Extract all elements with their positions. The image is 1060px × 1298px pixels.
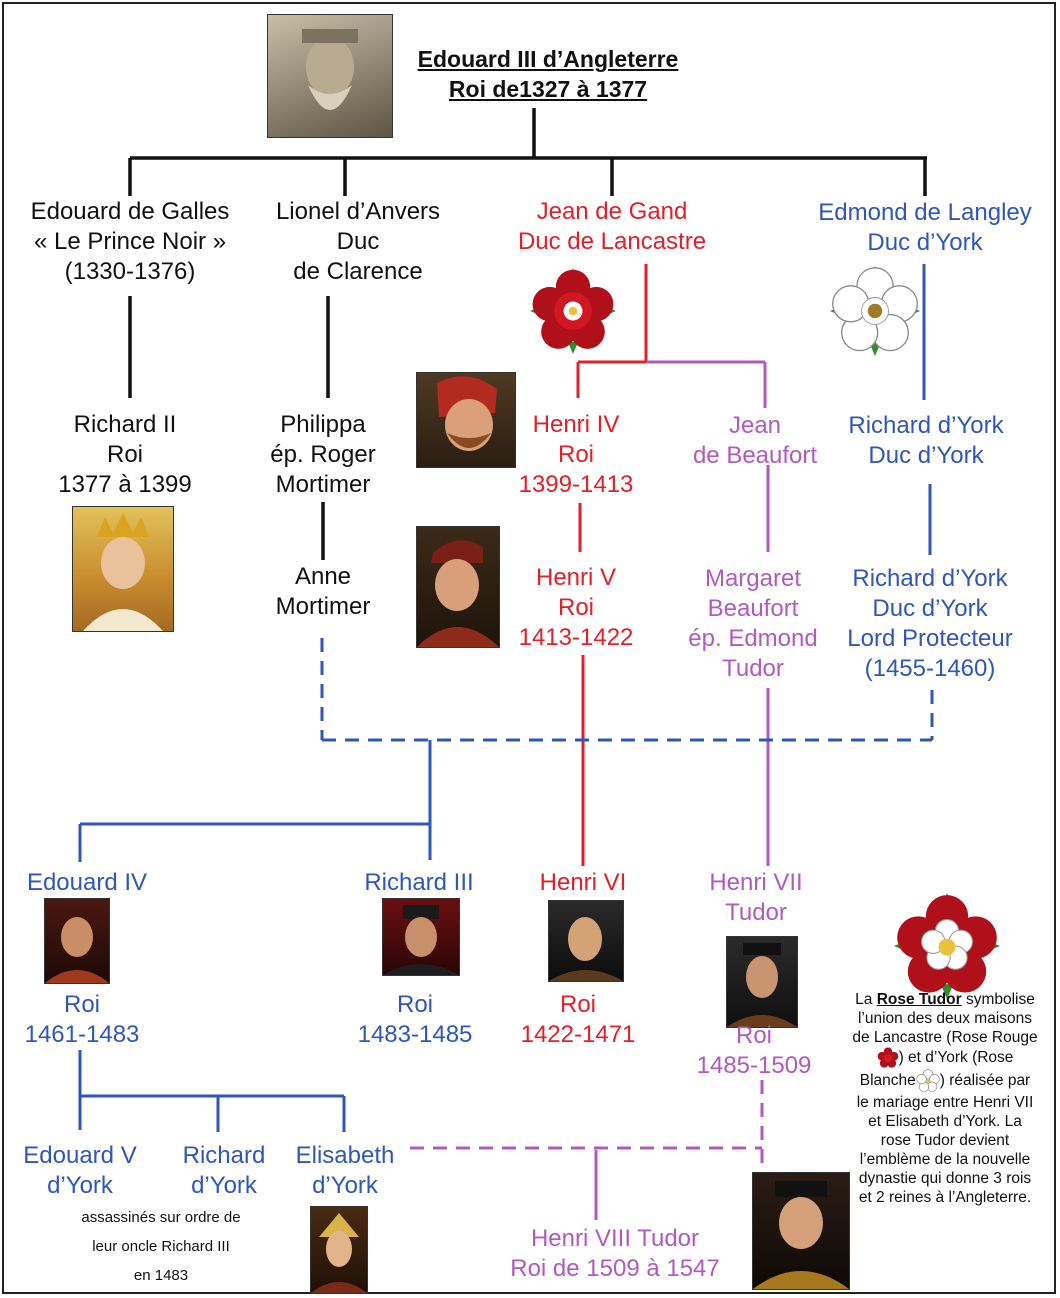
- hooded-king-icon: [437, 376, 497, 451]
- crowned-king-icon: [83, 513, 163, 631]
- edward-iii-portrait: [267, 14, 393, 138]
- richard-iii-portrait: [382, 898, 460, 976]
- edward-iv-face-icon: [45, 917, 109, 983]
- richard-iii-name: Richard III: [364, 869, 474, 896]
- henri-vii-portrait: [726, 936, 798, 1028]
- henri-vii-face-icon: [727, 943, 797, 1027]
- red-rose-mini-icon: [877, 1047, 898, 1068]
- henri-vi-name: Henri VI: [539, 869, 627, 896]
- profile-king-icon: [417, 540, 499, 647]
- edouard-galles-label: Edouard de Galles« Le Prince Noir »(1330…: [30, 198, 230, 285]
- henri-viii-face-icon: [753, 1181, 849, 1289]
- henri-vi-face-icon: [549, 917, 623, 981]
- henri-vi-portrait: [548, 900, 624, 982]
- edouard-iv-portrait: [44, 898, 110, 984]
- red-rose-icon: [530, 268, 616, 354]
- tudor-rose-note: La Rose Tudor symbolise l’union des deux…: [852, 991, 1038, 1206]
- edward-iii-effigy-icon: [302, 29, 358, 110]
- root-reign: Roi de1327 à 1377: [448, 76, 648, 102]
- elisabeth-portrait: [310, 1206, 368, 1294]
- henri-iv-portrait: [416, 372, 516, 468]
- tudor-rose-icon: [894, 893, 1000, 999]
- richard-iii-face-icon: [383, 905, 459, 975]
- white-rose-icon: [830, 266, 920, 356]
- white-rose-mini-icon: [916, 1069, 940, 1092]
- root-title: Edouard III d’Angleterre Roi de1327 à 13…: [380, 44, 716, 104]
- root-name: Edouard III d’Angleterre: [417, 46, 679, 72]
- henri-viii-portrait: [752, 1172, 850, 1290]
- richard-ii-portrait: [72, 506, 174, 632]
- edouard-iv-name: Edouard IV: [26, 869, 148, 896]
- queen-face-icon: [311, 1213, 367, 1293]
- henri-v-portrait: [416, 526, 500, 648]
